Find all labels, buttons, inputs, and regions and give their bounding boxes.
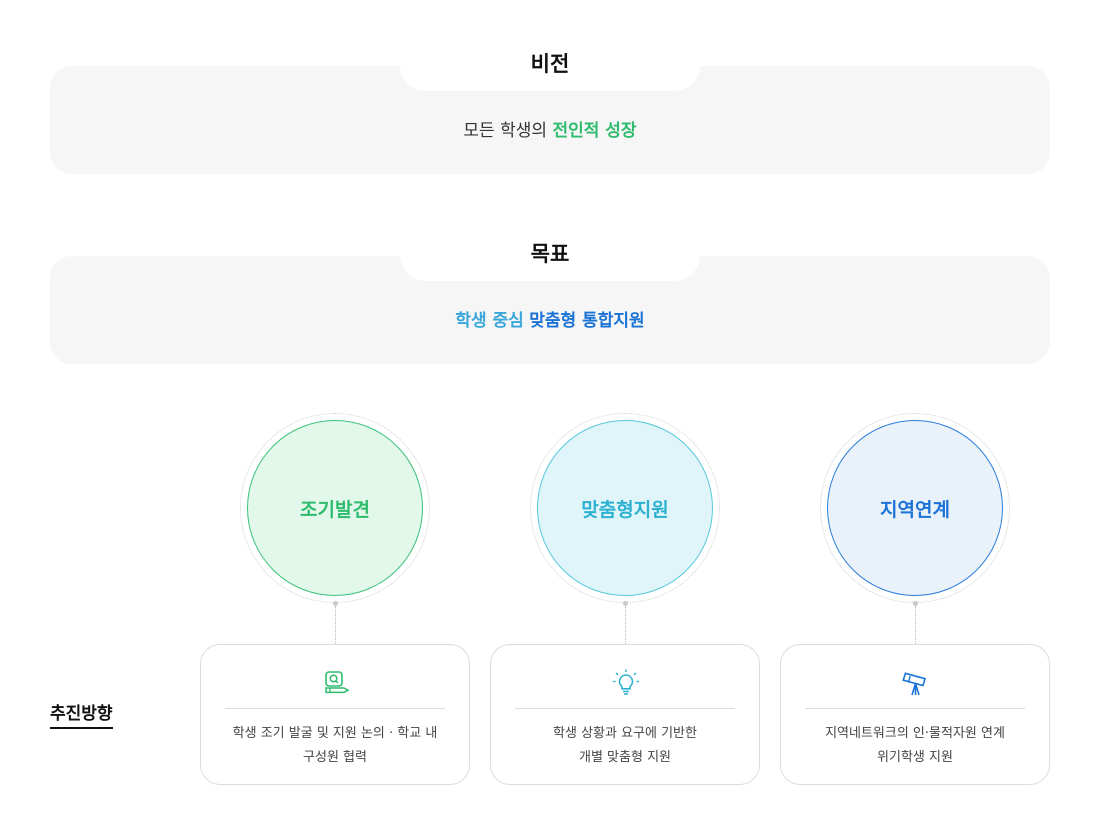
circle-regional-link: 지역연계: [820, 413, 1010, 603]
goal-statement: 학생 중심 맞춤형 통합지원: [50, 306, 1050, 331]
circle-label: 조기발견: [247, 420, 423, 596]
goal-box: 학생 중심 맞춤형 통합지원: [50, 231, 1050, 364]
circle-label: 맞춤형지원: [537, 420, 713, 596]
card-regional-link: 지역네트워크의 인·물적자원 연계 위기학생 지원: [780, 644, 1050, 785]
connector-dot: [913, 601, 918, 606]
card-custom-support: 학생 상황과 요구에 기반한 개별 맞춤형 지원: [490, 644, 760, 785]
card-divider: [515, 708, 735, 709]
connector-line: [335, 606, 336, 644]
goal-text-part2: 맞춤형 통합지원: [529, 311, 645, 331]
vision-tab: [400, 41, 700, 91]
search-pencil-icon: [325, 671, 350, 694]
goal-text-part1: 학생 중심: [455, 311, 524, 331]
connector-dot: [333, 601, 338, 606]
card-text-line2: 개별 맞춤형 지원: [579, 750, 671, 765]
card-text-line2: 구성원 협력: [303, 750, 367, 765]
vision-statement: 모든 학생의 전인적 성장: [50, 116, 1050, 141]
vision-text-plain: 모든 학생의: [463, 121, 548, 141]
goal-tab: [400, 231, 700, 281]
card-divider: [805, 708, 1025, 709]
card-text-line1: 지역네트워크의 인·물적자원 연계: [825, 726, 1005, 741]
vision-box: 모든 학생의 전인적 성장: [50, 41, 1050, 174]
circle-label: 지역연계: [827, 420, 1003, 596]
lightbulb-icon: [613, 669, 639, 695]
vision-text-emphasis: 전인적 성장: [552, 121, 637, 141]
card-text-line1: 학생 상황과 요구에 기반한: [553, 726, 697, 741]
card-text-line2: 위기학생 지원: [877, 750, 953, 765]
circle-early-detection: 조기발견: [240, 413, 430, 603]
strategies-label: 추진방향: [50, 703, 113, 729]
connector-line: [915, 606, 916, 644]
card-early-detection: 학생 조기 발굴 및 지원 논의 · 학교 내 구성원 협력: [200, 644, 470, 785]
goal-title: 목표: [530, 242, 570, 266]
connector-line: [625, 606, 626, 644]
vision-title: 비전: [530, 52, 570, 76]
card-divider: [225, 708, 445, 709]
connector-dot: [623, 601, 628, 606]
card-text-line1: 학생 조기 발굴 및 지원 논의 · 학교 내: [232, 726, 438, 741]
telescope-icon: [902, 672, 927, 696]
circle-custom-support: 맞춤형지원: [530, 413, 720, 603]
